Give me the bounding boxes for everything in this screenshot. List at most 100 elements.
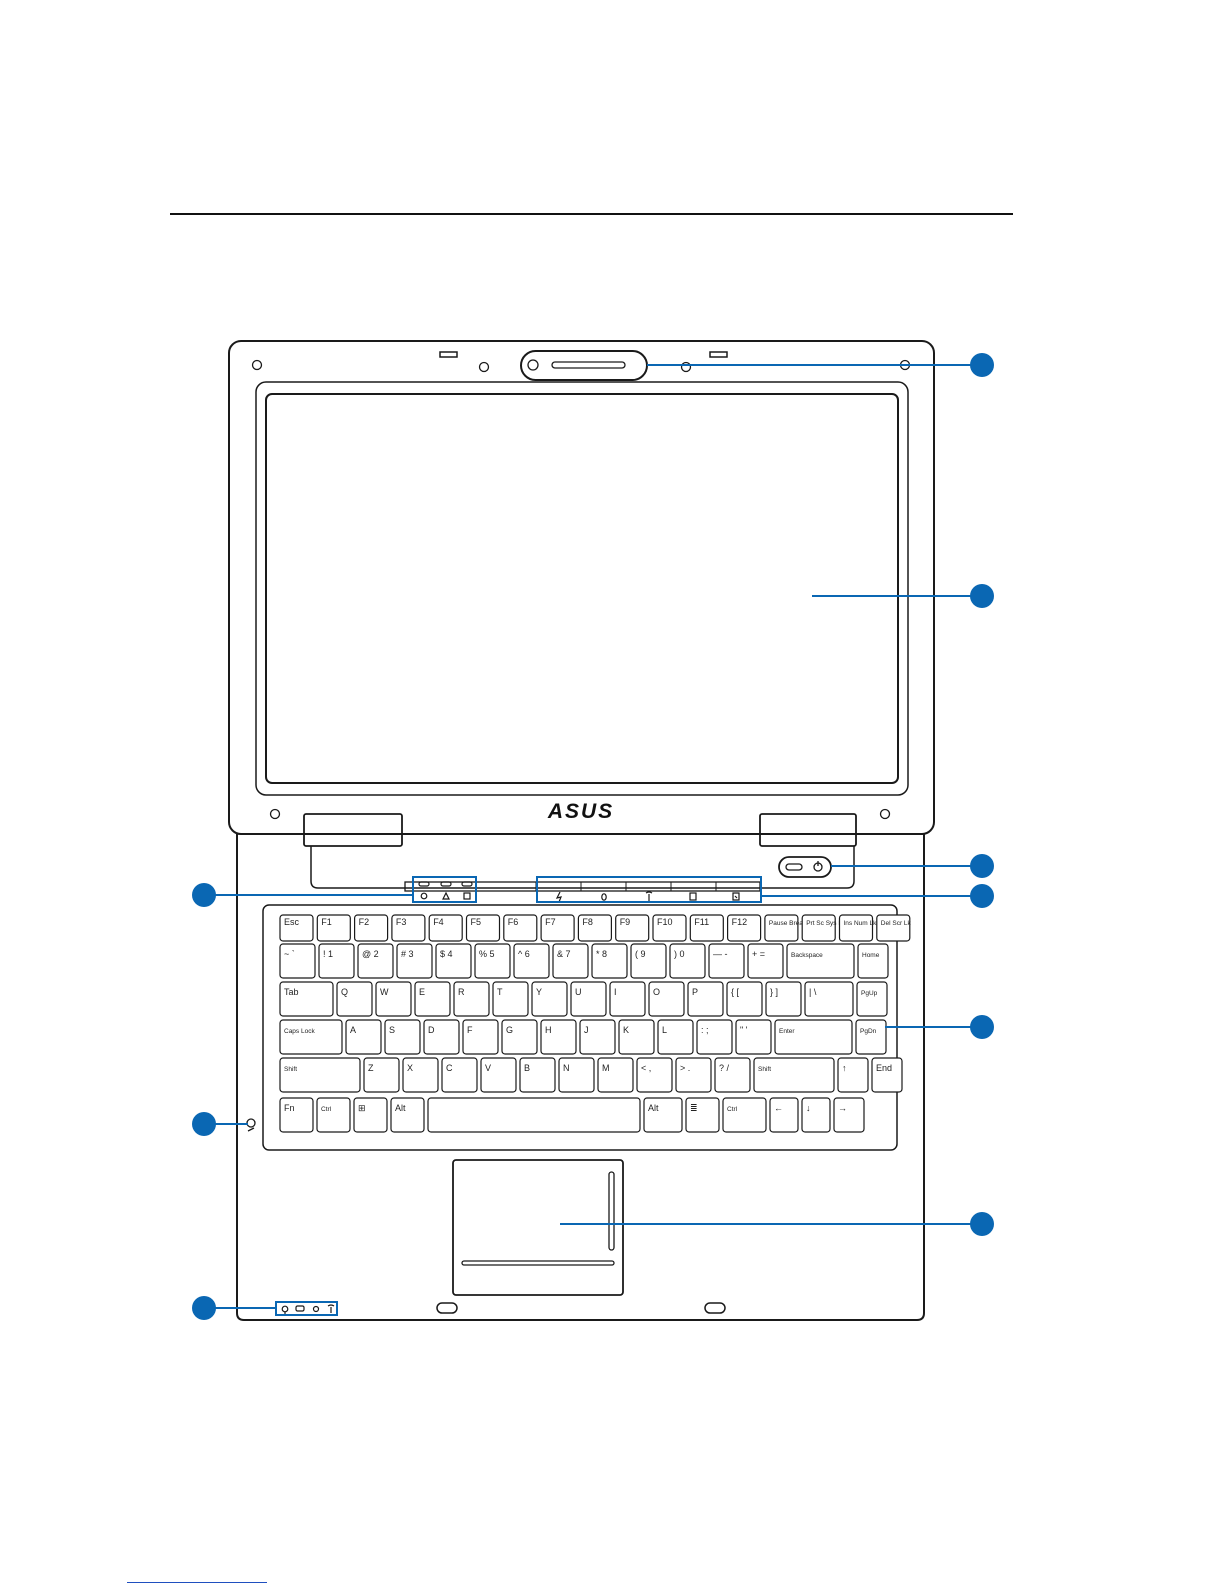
key [643,1097,683,1133]
key-label: Home [862,952,880,959]
disk-led-icon [312,1305,320,1313]
caps-lock-icon [442,891,450,900]
key [513,943,550,979]
key [480,1057,517,1093]
key [804,981,854,1017]
key [353,1097,388,1133]
key [648,981,685,1017]
key [558,1057,595,1093]
battery-led-icon [295,1305,305,1312]
key-label: Q [341,987,348,997]
key-label: P [692,987,698,997]
key-label: F4 [433,917,444,927]
key [801,1097,831,1133]
key-label: F5 [471,917,482,927]
key-label: D [428,1025,435,1035]
key [390,1097,425,1133]
key [474,943,511,979]
camera-module [520,350,648,381]
key-label: # 3 [401,949,414,959]
key [492,981,529,1017]
key-label: @ 2 [362,949,379,959]
callout-front-leds [192,1296,216,1320]
instant-key-icons [555,891,740,903]
key [577,914,613,942]
callout-microphone [192,1112,216,1136]
callout-touchpad [970,1212,994,1236]
key-label: < , [641,1063,651,1073]
camera-lens-icon [527,359,539,371]
key-label: Fn [284,1103,295,1113]
callout-status-indicators [192,883,216,907]
callout-power-switch [970,854,994,878]
key-label: Caps Lock [284,1028,315,1035]
key [591,943,628,979]
key-label: F7 [545,917,556,927]
key [414,981,451,1017]
key-label: } ] [770,987,778,997]
key [786,943,855,979]
key-label: + = [752,949,765,959]
power4gear-icon [555,891,562,903]
key-label: Ins Num Lk [844,920,878,927]
key-label: Shift [284,1066,297,1073]
key [384,1019,421,1055]
key [838,914,874,942]
key-label: ? / [719,1063,730,1073]
key-label: F3 [396,917,407,927]
key [357,943,394,979]
key-label: Del Scr Lk [881,920,912,927]
key [279,914,314,942]
key [714,1057,751,1093]
key [769,1097,799,1133]
callout-markers [192,353,994,1320]
key [570,981,607,1017]
key [318,943,355,979]
key-label: I [614,987,617,997]
key [774,1019,853,1055]
key [363,1057,400,1093]
key-label: Y [536,987,542,997]
key [402,1057,439,1093]
key [519,1057,556,1093]
key [753,1057,835,1093]
key [279,1097,314,1133]
key [747,943,784,979]
key [735,1019,772,1055]
key [689,914,724,942]
key [540,1019,577,1055]
key [279,943,316,979]
key-label: % 5 [479,949,495,959]
key-label: Shift [758,1066,771,1073]
num-lock-icon [420,892,428,900]
key [615,914,650,942]
key [462,1019,499,1055]
key-label: V [485,1063,491,1073]
key [837,1057,869,1093]
key-label: $ 4 [440,949,453,959]
key-label: ( 9 [635,949,646,959]
key [391,914,426,942]
key-label: C [446,1063,453,1073]
key-label: G [506,1025,513,1035]
key [764,914,799,942]
wireless-led-icon [327,1304,335,1313]
key [597,1057,634,1093]
key-label: F2 [359,917,370,927]
key-label: → [838,1103,847,1113]
key-label: F1 [321,917,332,927]
key [685,1097,720,1133]
key-label: L [662,1025,667,1035]
status-indicators-callout-box [412,876,477,903]
key [423,1019,460,1055]
key [279,1019,343,1055]
key-label: A [350,1025,356,1035]
key [435,943,472,979]
key [540,914,575,942]
key-label: B [524,1063,530,1073]
key [316,1097,351,1133]
key-label: PgUp [861,990,878,997]
lcd-screen [265,393,899,784]
key [636,1057,673,1093]
